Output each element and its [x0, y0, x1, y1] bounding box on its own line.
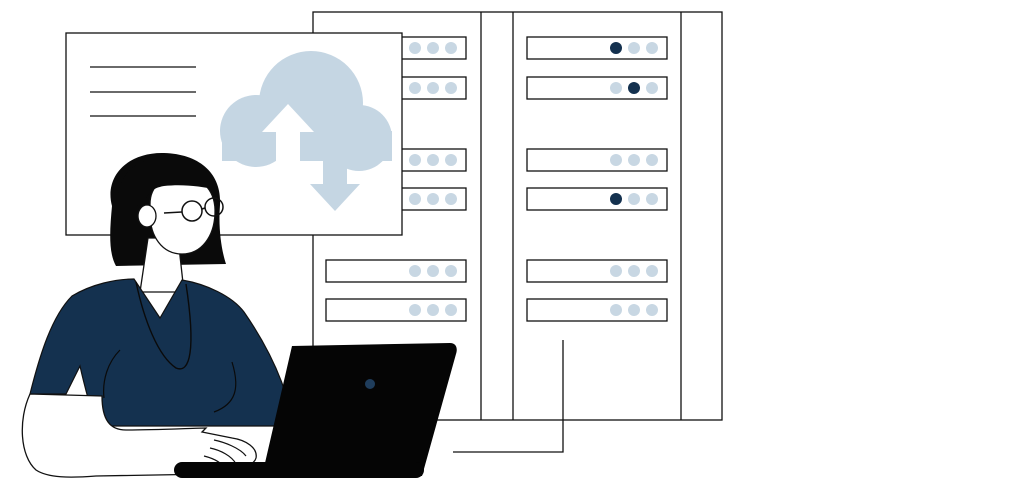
status-led	[445, 193, 457, 205]
person	[21, 152, 291, 478]
upload-arrow-icon	[262, 104, 314, 164]
status-led	[628, 304, 640, 316]
status-led	[610, 265, 622, 277]
status-led	[628, 42, 640, 54]
status-led	[610, 304, 622, 316]
shirt-fold	[103, 349, 121, 399]
glasses	[163, 197, 224, 222]
status-led	[646, 265, 658, 277]
status-led	[427, 304, 439, 316]
arm	[21, 393, 257, 478]
status-led	[427, 154, 439, 166]
hair-bangs	[117, 156, 218, 206]
status-led	[646, 42, 658, 54]
laptop-logo-icon	[365, 379, 375, 389]
status-led	[610, 193, 622, 205]
shirt	[29, 278, 291, 427]
status-led	[646, 193, 658, 205]
download-arrow-icon	[310, 132, 360, 211]
status-led	[445, 42, 457, 54]
status-led	[445, 82, 457, 94]
ear	[137, 204, 157, 228]
laptop-base	[174, 462, 424, 478]
status-led	[646, 154, 658, 166]
status-led	[628, 193, 640, 205]
laptop	[174, 343, 457, 478]
status-led	[445, 154, 457, 166]
shirt-fold	[213, 361, 237, 413]
status-led	[409, 82, 421, 94]
laptop-screen-back	[262, 343, 457, 476]
necklace	[135, 281, 192, 370]
status-led	[628, 154, 640, 166]
status-led	[409, 193, 421, 205]
status-led	[427, 265, 439, 277]
status-led	[445, 265, 457, 277]
status-led	[610, 154, 622, 166]
status-led	[610, 42, 622, 54]
status-led	[427, 193, 439, 205]
status-led	[409, 304, 421, 316]
status-led	[409, 42, 421, 54]
status-led	[427, 42, 439, 54]
status-led	[610, 82, 622, 94]
right-server-rack	[526, 36, 668, 322]
status-led	[628, 265, 640, 277]
cloud-window	[65, 32, 403, 236]
status-led	[628, 82, 640, 94]
finger	[213, 439, 247, 457]
status-led	[409, 265, 421, 277]
status-led	[646, 304, 658, 316]
status-led	[409, 154, 421, 166]
network-cable	[453, 340, 564, 453]
status-led	[427, 82, 439, 94]
status-led	[646, 82, 658, 94]
status-led	[445, 304, 457, 316]
